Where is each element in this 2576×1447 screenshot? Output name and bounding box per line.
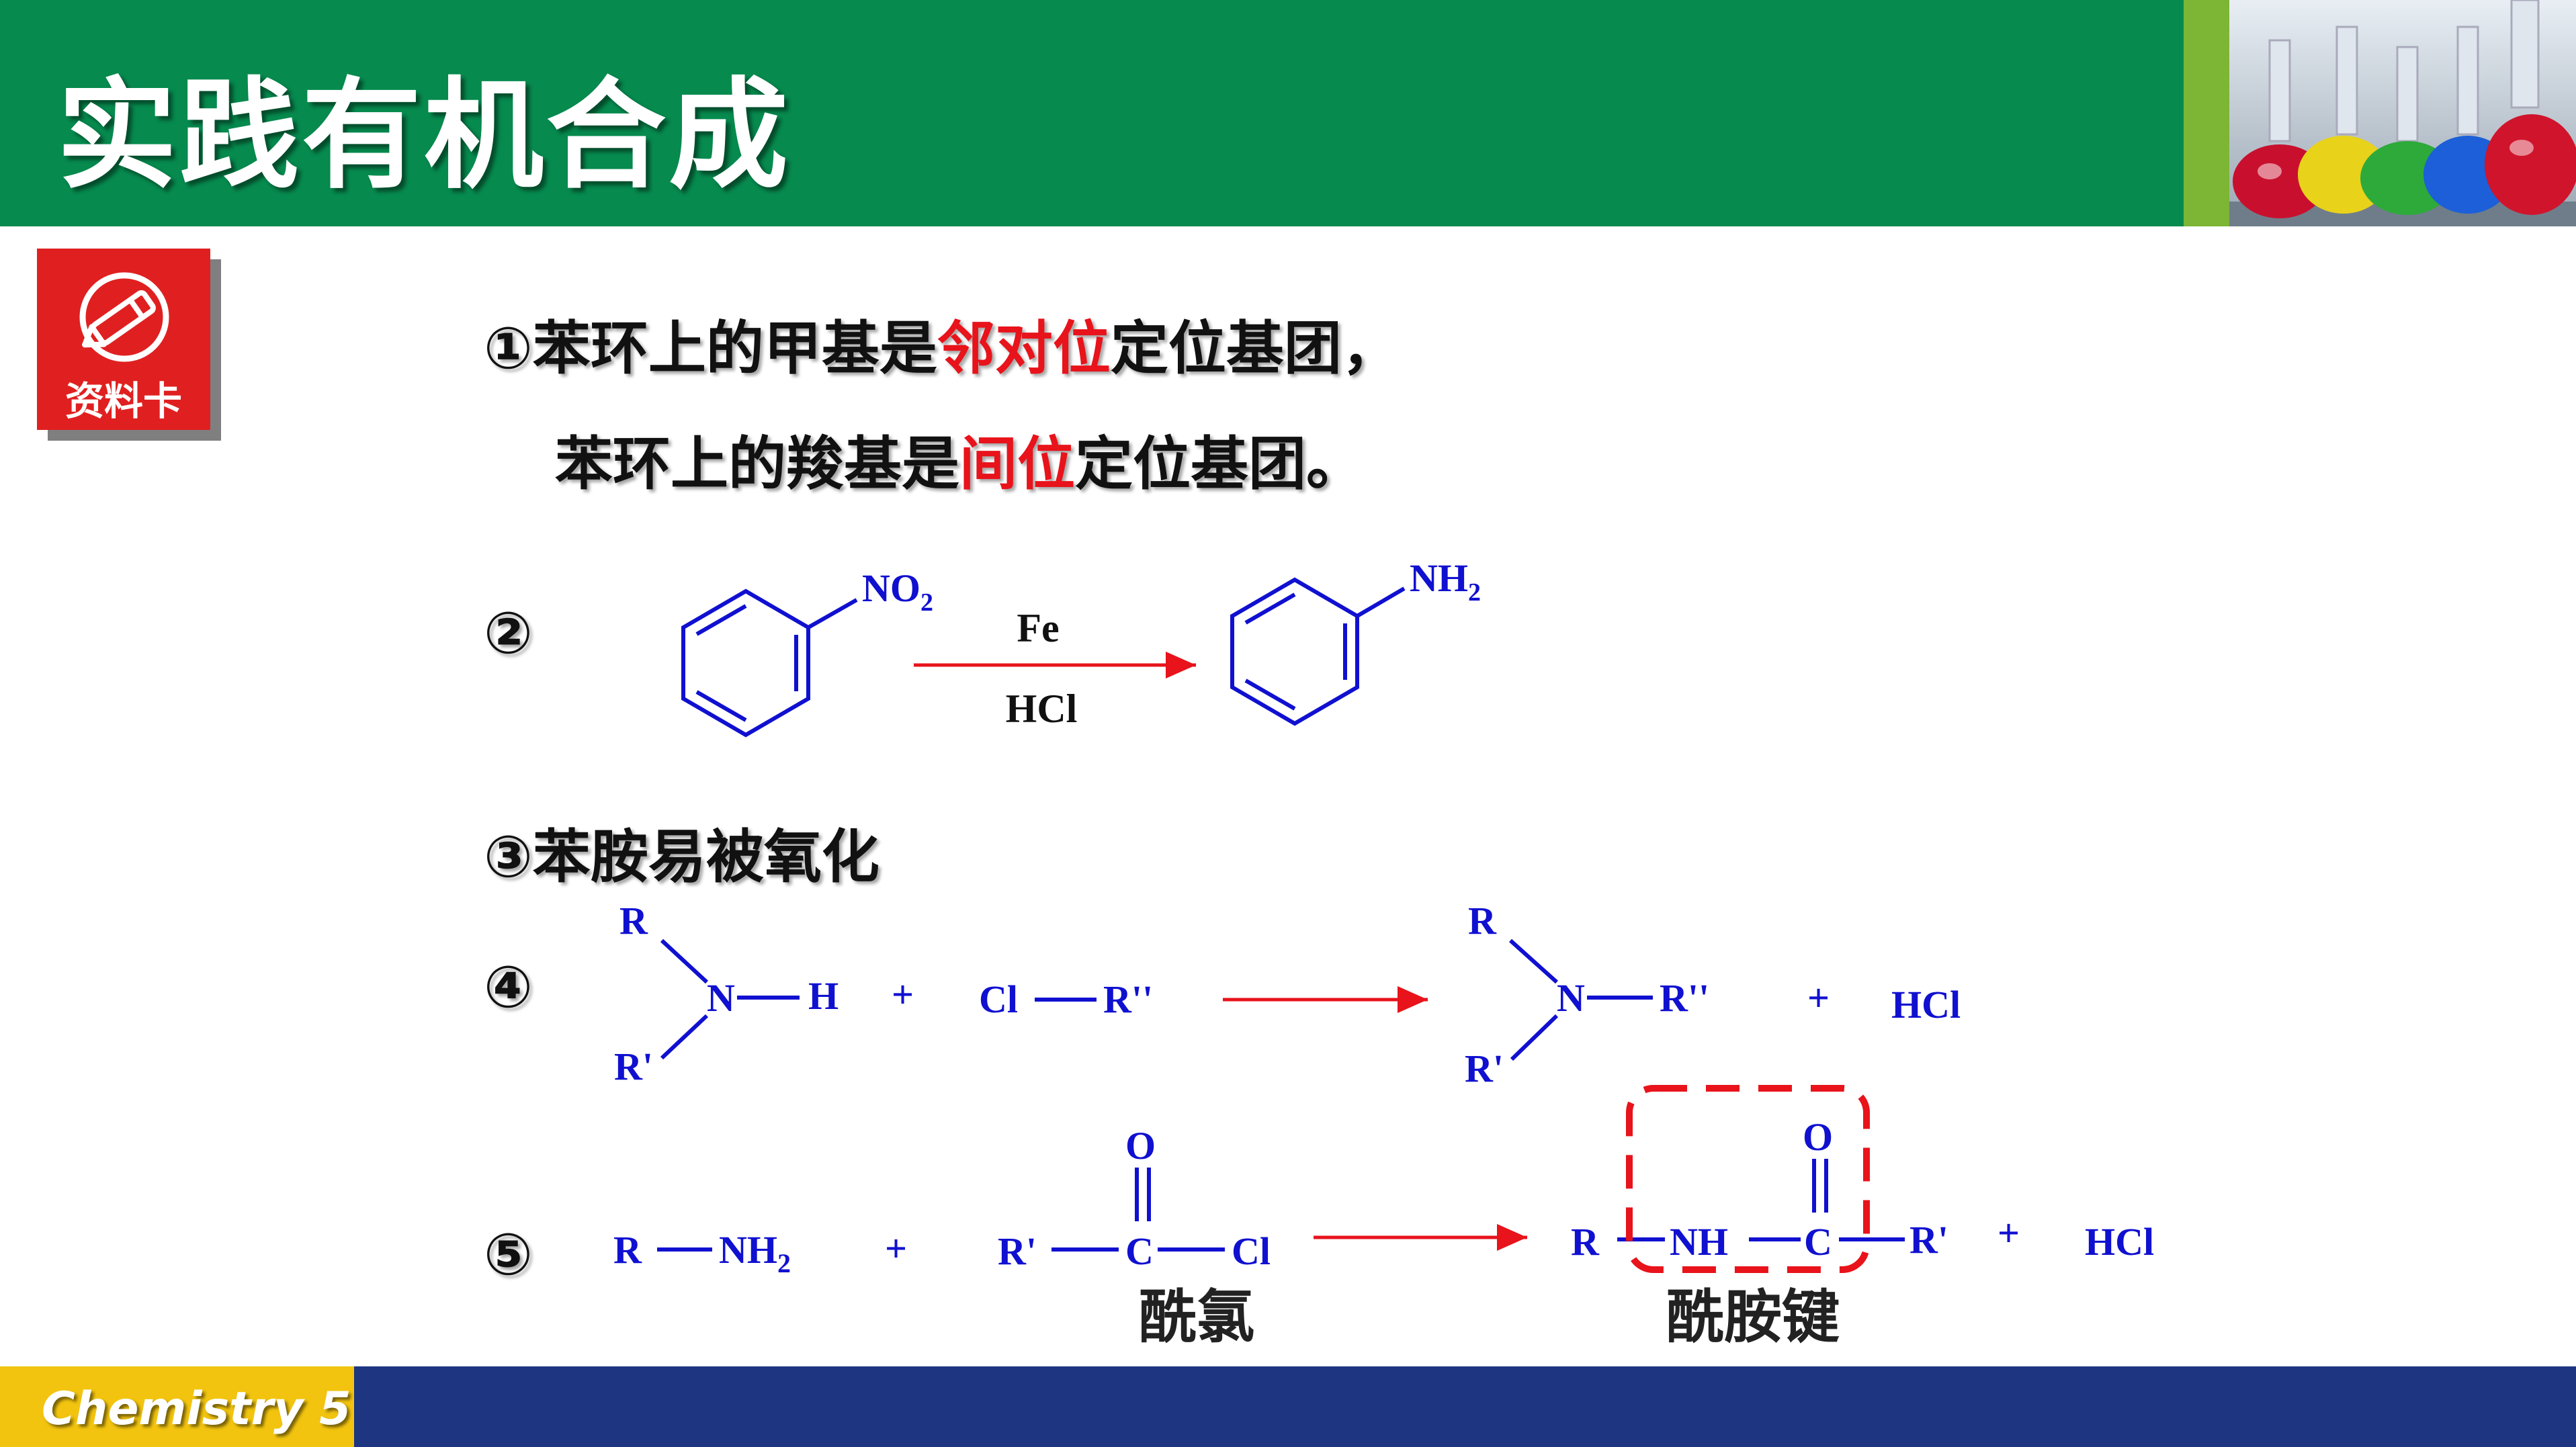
reagent-hcl: HCl <box>1006 687 1078 731</box>
point-1b-text-c: 定位基团。 <box>1075 431 1364 498</box>
r4-hcl: HCl <box>1891 983 1961 1026</box>
point-1-number: ① <box>484 315 533 382</box>
point-2-number: ② <box>484 600 533 667</box>
footer-navy-bar <box>354 1366 2576 1447</box>
r4-p-n: N <box>1557 976 1585 1020</box>
point-1-text-a: 苯环上的甲基是 <box>532 315 937 382</box>
r4-n: N <box>707 976 735 1020</box>
r5-p-o: O <box>1803 1115 1833 1159</box>
r5-c: C <box>1125 1229 1154 1273</box>
r5-o: O <box>1125 1124 1156 1168</box>
r4-plus-1: + <box>892 973 914 1016</box>
info-card-label: 资料卡 <box>65 378 182 424</box>
point-1-highlight-meta: 间位 <box>959 431 1075 498</box>
label-acyl-chloride: 酰氯 <box>1139 1284 1254 1351</box>
r5-r: R <box>613 1228 642 1272</box>
r5-plus-2: + <box>1998 1211 2020 1255</box>
reagent-fe: Fe <box>1017 606 1059 650</box>
header-accent-stripe <box>2184 0 2229 226</box>
lab-flasks-image <box>2229 0 2576 226</box>
point-5-number: ⑤ <box>484 1221 533 1288</box>
r4-p-r-prime: R' <box>1465 1047 1504 1090</box>
pencil-icon <box>79 272 169 362</box>
point-3-line: ③苯胺易被氧化 <box>484 809 879 893</box>
footer-brand-text: Chemistry 5 <box>42 1383 351 1436</box>
r4-plus-2: + <box>1807 976 1830 1020</box>
header-bar <box>0 0 2184 226</box>
r4-r-dprime: R'' <box>1103 977 1153 1021</box>
r5-p-nh: NH <box>1670 1220 1728 1264</box>
r5-nh2: NH2 <box>719 1228 791 1278</box>
point-3-text: 苯胺易被氧化 <box>532 824 879 891</box>
info-card-badge: 资料卡 <box>37 249 210 430</box>
r4-p-r: R <box>1468 899 1497 942</box>
point-1-highlight-ortho-para: 邻对位 <box>937 315 1111 382</box>
r5-plus-1: + <box>885 1227 907 1270</box>
nitro-group-label: NO2 <box>862 566 933 617</box>
r5-hcl: HCl <box>2085 1220 2154 1264</box>
point-4-number: ④ <box>484 954 533 1021</box>
r4-r-prime: R' <box>614 1045 653 1088</box>
footer-yellow-block <box>0 1366 354 1447</box>
amino-group-label: NH2 <box>1410 556 1481 607</box>
r5-p-r-prime: R' <box>1909 1218 1948 1262</box>
point-1-line-2: 苯环上的羧基是间位定位基团。 <box>555 416 1364 500</box>
point-1-text-c: 定位基团， <box>1110 315 1400 382</box>
r5-cl: Cl <box>1232 1229 1271 1273</box>
amide-bond-highlight-box <box>1626 1085 1870 1273</box>
r4-cl: Cl <box>979 977 1018 1021</box>
point-1-line-1: ①苯环上的甲基是邻对位定位基团， <box>484 301 1400 385</box>
label-amide-bond: 酰胺键 <box>1666 1284 1840 1351</box>
point-3-number: ③ <box>484 824 533 891</box>
r5-p-r: R <box>1571 1220 1600 1264</box>
point-1b-text-a: 苯环上的羧基是 <box>555 431 959 498</box>
r4-r: R <box>619 899 648 942</box>
r4-h: H <box>808 974 839 1018</box>
slide-title: 实践有机合成 <box>57 66 791 205</box>
nitrobenzene-structure <box>681 588 858 738</box>
r5-r-prime: R' <box>998 1229 1037 1273</box>
r5-p-c: C <box>1804 1220 1832 1264</box>
aniline-structure <box>1230 577 1406 726</box>
r4-p-r-dprime: R'' <box>1660 976 1709 1020</box>
